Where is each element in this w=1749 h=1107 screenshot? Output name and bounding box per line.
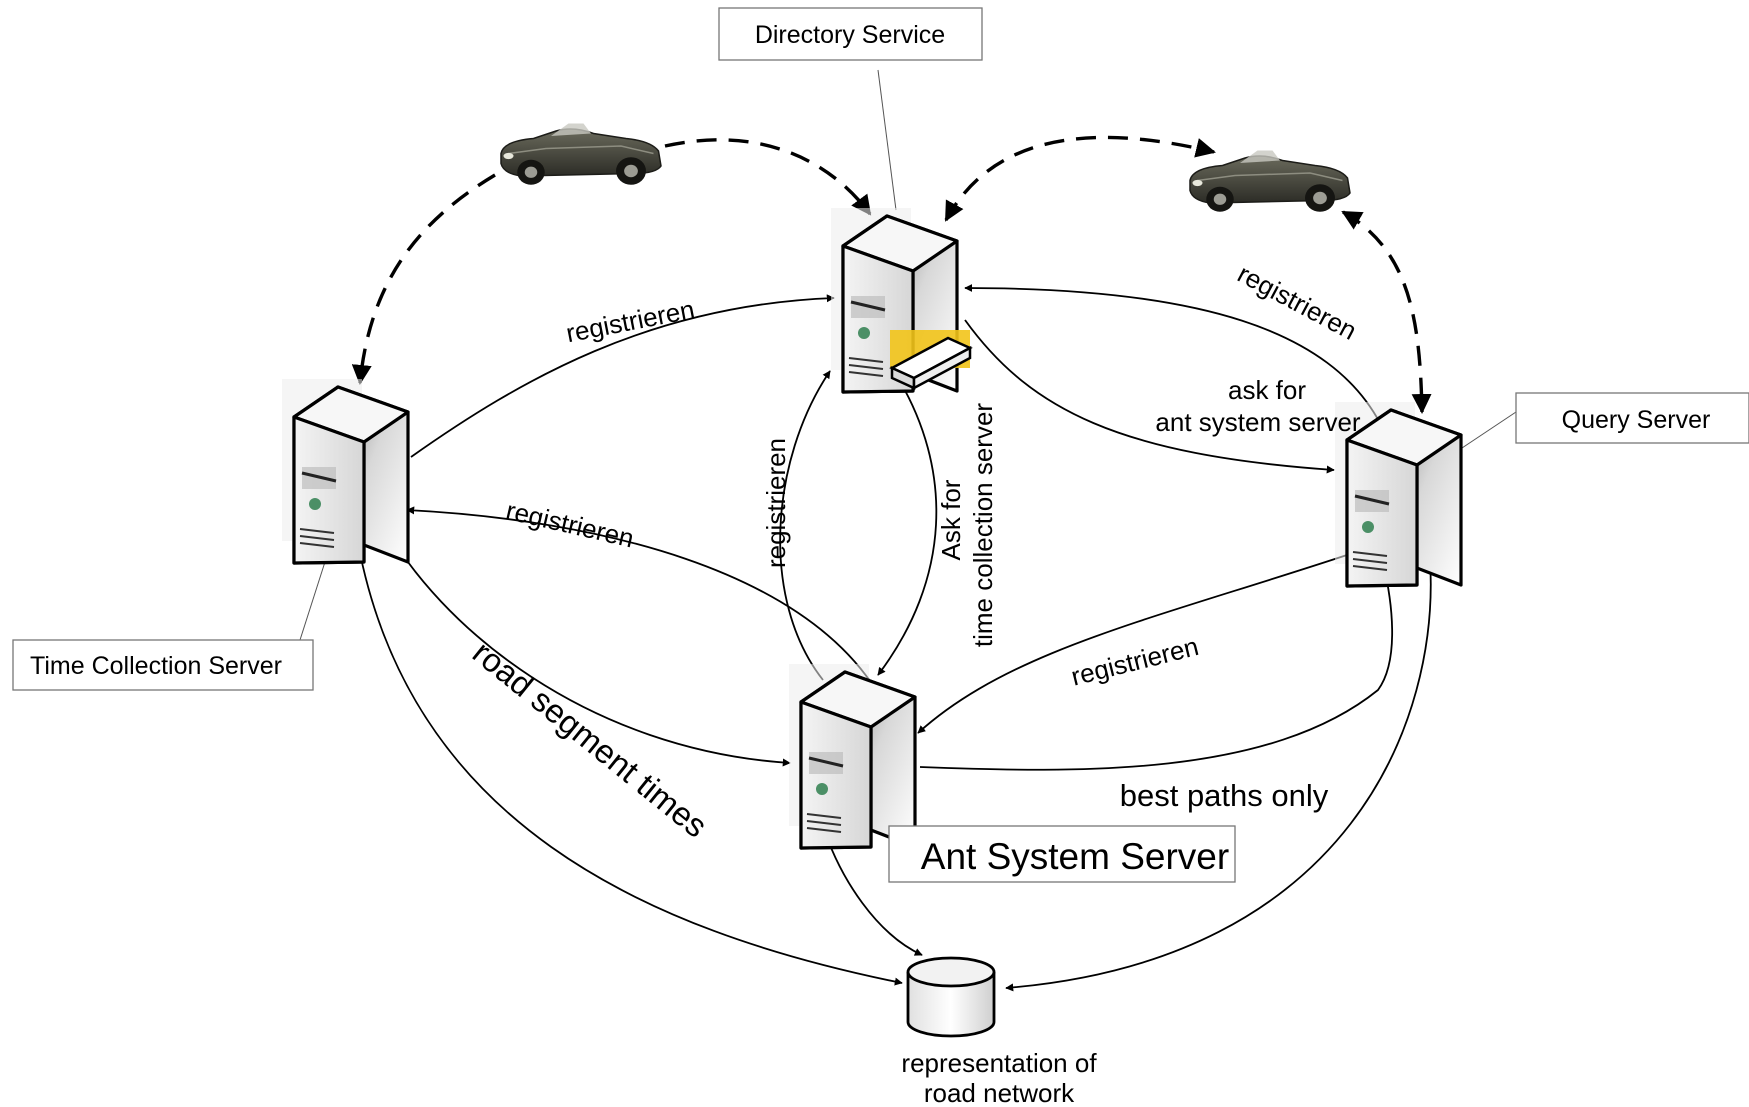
- edge-directory-to-query: [964, 319, 1335, 474]
- ant-system-server-label: Ant System Server: [921, 836, 1229, 877]
- leader-directory-service: [877, 69, 897, 211]
- edge-tcs-to-directory: [410, 294, 835, 458]
- label-road-segment-times: road segment times: [466, 633, 715, 844]
- road-network-database-icon: [906, 956, 996, 1038]
- label-ask-for-ant-line1: ask for: [1228, 375, 1306, 405]
- time-collection-server-box: [12, 639, 314, 691]
- dashed-car1-to-directory: [664, 138, 872, 216]
- car-left-icon: [500, 122, 662, 186]
- ant-system-server-box: [888, 825, 1236, 883]
- time-collection-server-icon: [280, 377, 410, 565]
- directory-service-box: [718, 7, 983, 61]
- ant-system-server-icon: [787, 662, 917, 850]
- label-best-paths-only: best paths only: [1120, 778, 1329, 813]
- edge-query-to-roadnet: [1005, 559, 1435, 992]
- label-ask-for-tcs-line2: time collection server: [968, 403, 998, 648]
- road-network-label-line2: road network: [924, 1078, 1075, 1107]
- label-ant-dir-registrieren: registrieren: [761, 438, 791, 568]
- label-ant-tcs-registrieren: registrieren: [503, 495, 636, 553]
- time-collection-server-label: Time Collection Server: [30, 652, 282, 680]
- edge-directory-to-ant: [877, 372, 938, 676]
- directory-service-label: Directory Service: [755, 21, 945, 49]
- query-server-box: [1515, 392, 1749, 444]
- dashed-car2-to-query: [1341, 210, 1432, 414]
- label-ask-for-tcs-line1: Ask for: [936, 479, 966, 560]
- label-ask-for-ant-line2: ant system server: [1155, 407, 1361, 437]
- label-query-dir-registrieren: registrieren: [1233, 258, 1362, 346]
- dashed-directory-to-car2: [944, 135, 1216, 222]
- road-network-label-line1: representation of: [901, 1048, 1097, 1078]
- car-right-icon: [1189, 149, 1351, 213]
- edge-tcs-to-roadnet: [355, 542, 903, 986]
- label-tcs-registrieren: registrieren: [564, 294, 697, 348]
- directory-book-icon: [889, 330, 973, 391]
- dashed-car1-to-tcs: [351, 173, 496, 385]
- query-server-label: Query Server: [1562, 406, 1711, 434]
